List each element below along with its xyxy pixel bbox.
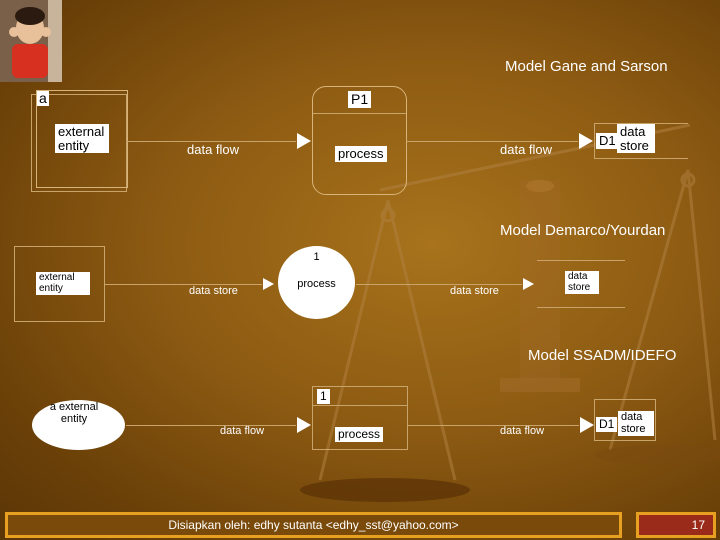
ss-store-id: D1 [596,417,618,432]
ss-flow-out-label: data flow [500,425,545,437]
ss-data-store [594,399,656,441]
ss-flow-in-label: data flow [220,425,265,437]
ss-flow-out-arrow-icon [580,417,594,433]
gs-entity-label: external entity [55,124,109,154]
ss-process [312,386,408,450]
gs-store-top-line [594,123,688,124]
child-photo-icon [0,0,62,82]
dy-flow-in-label: data store [189,285,238,297]
dy-entity-label: external entity [36,272,90,295]
heading-ssadm-idefo: Model SSADM/IDEFO [528,347,677,364]
gs-store-left-edge [594,123,595,158]
gs-flow-in-arrow-icon [297,133,311,149]
ss-process-divider [313,405,407,406]
gs-flow-out-line [406,141,578,142]
ss-entity-label: a external entity [49,401,99,426]
gs-entity-id: a [37,90,49,106]
dy-process-label: process [297,278,336,290]
dy-flow-out-label: data store [450,285,499,297]
gs-store-label: data store [617,124,655,154]
author-photo [0,0,62,82]
dy-flow-in-arrow-icon [263,278,274,290]
ss-flow-in-arrow-icon [297,417,311,433]
heading-demarco-yourdan: Model Demarco/Yourdan [500,222,666,239]
page-number: 17 [636,512,716,538]
gs-process [312,86,407,195]
ss-flow-in-line [126,425,296,426]
dy-process-id: 1 [313,251,320,263]
ss-process-label: process [335,427,384,442]
dy-store-label: data store [565,271,599,294]
gs-process-label: process [335,146,387,162]
gs-flow-out-arrow-icon [579,133,593,149]
gs-flow-out-label: data flow [500,142,553,157]
ss-external-entity [32,400,125,450]
gs-entity-shadow [31,94,127,192]
gs-flow-in-label: data flow [187,142,240,157]
dy-store-top-line [537,260,625,261]
dy-flow-out-line [356,284,522,285]
gs-process-divider [313,113,406,114]
dy-store-bottom-line [537,307,625,308]
dy-flow-in-line [104,284,262,285]
gs-process-id: P1 [348,91,372,108]
gs-store-bottom-line [594,158,688,159]
gs-external-entity [36,90,128,188]
dy-process [278,246,355,319]
heading-gane-sarson: Model Gane and Sarson [505,58,668,75]
ss-store-label: data store [618,411,654,437]
footer-credit: Disiapkan oleh: edhy sutanta <edhy_sst@y… [5,512,622,538]
ss-flow-out-line [407,425,579,426]
gs-store-id: D1 [596,133,619,149]
ss-process-id: 1 [317,389,330,404]
gs-flow-in-line [126,141,296,142]
dy-flow-out-arrow-icon [523,278,534,290]
